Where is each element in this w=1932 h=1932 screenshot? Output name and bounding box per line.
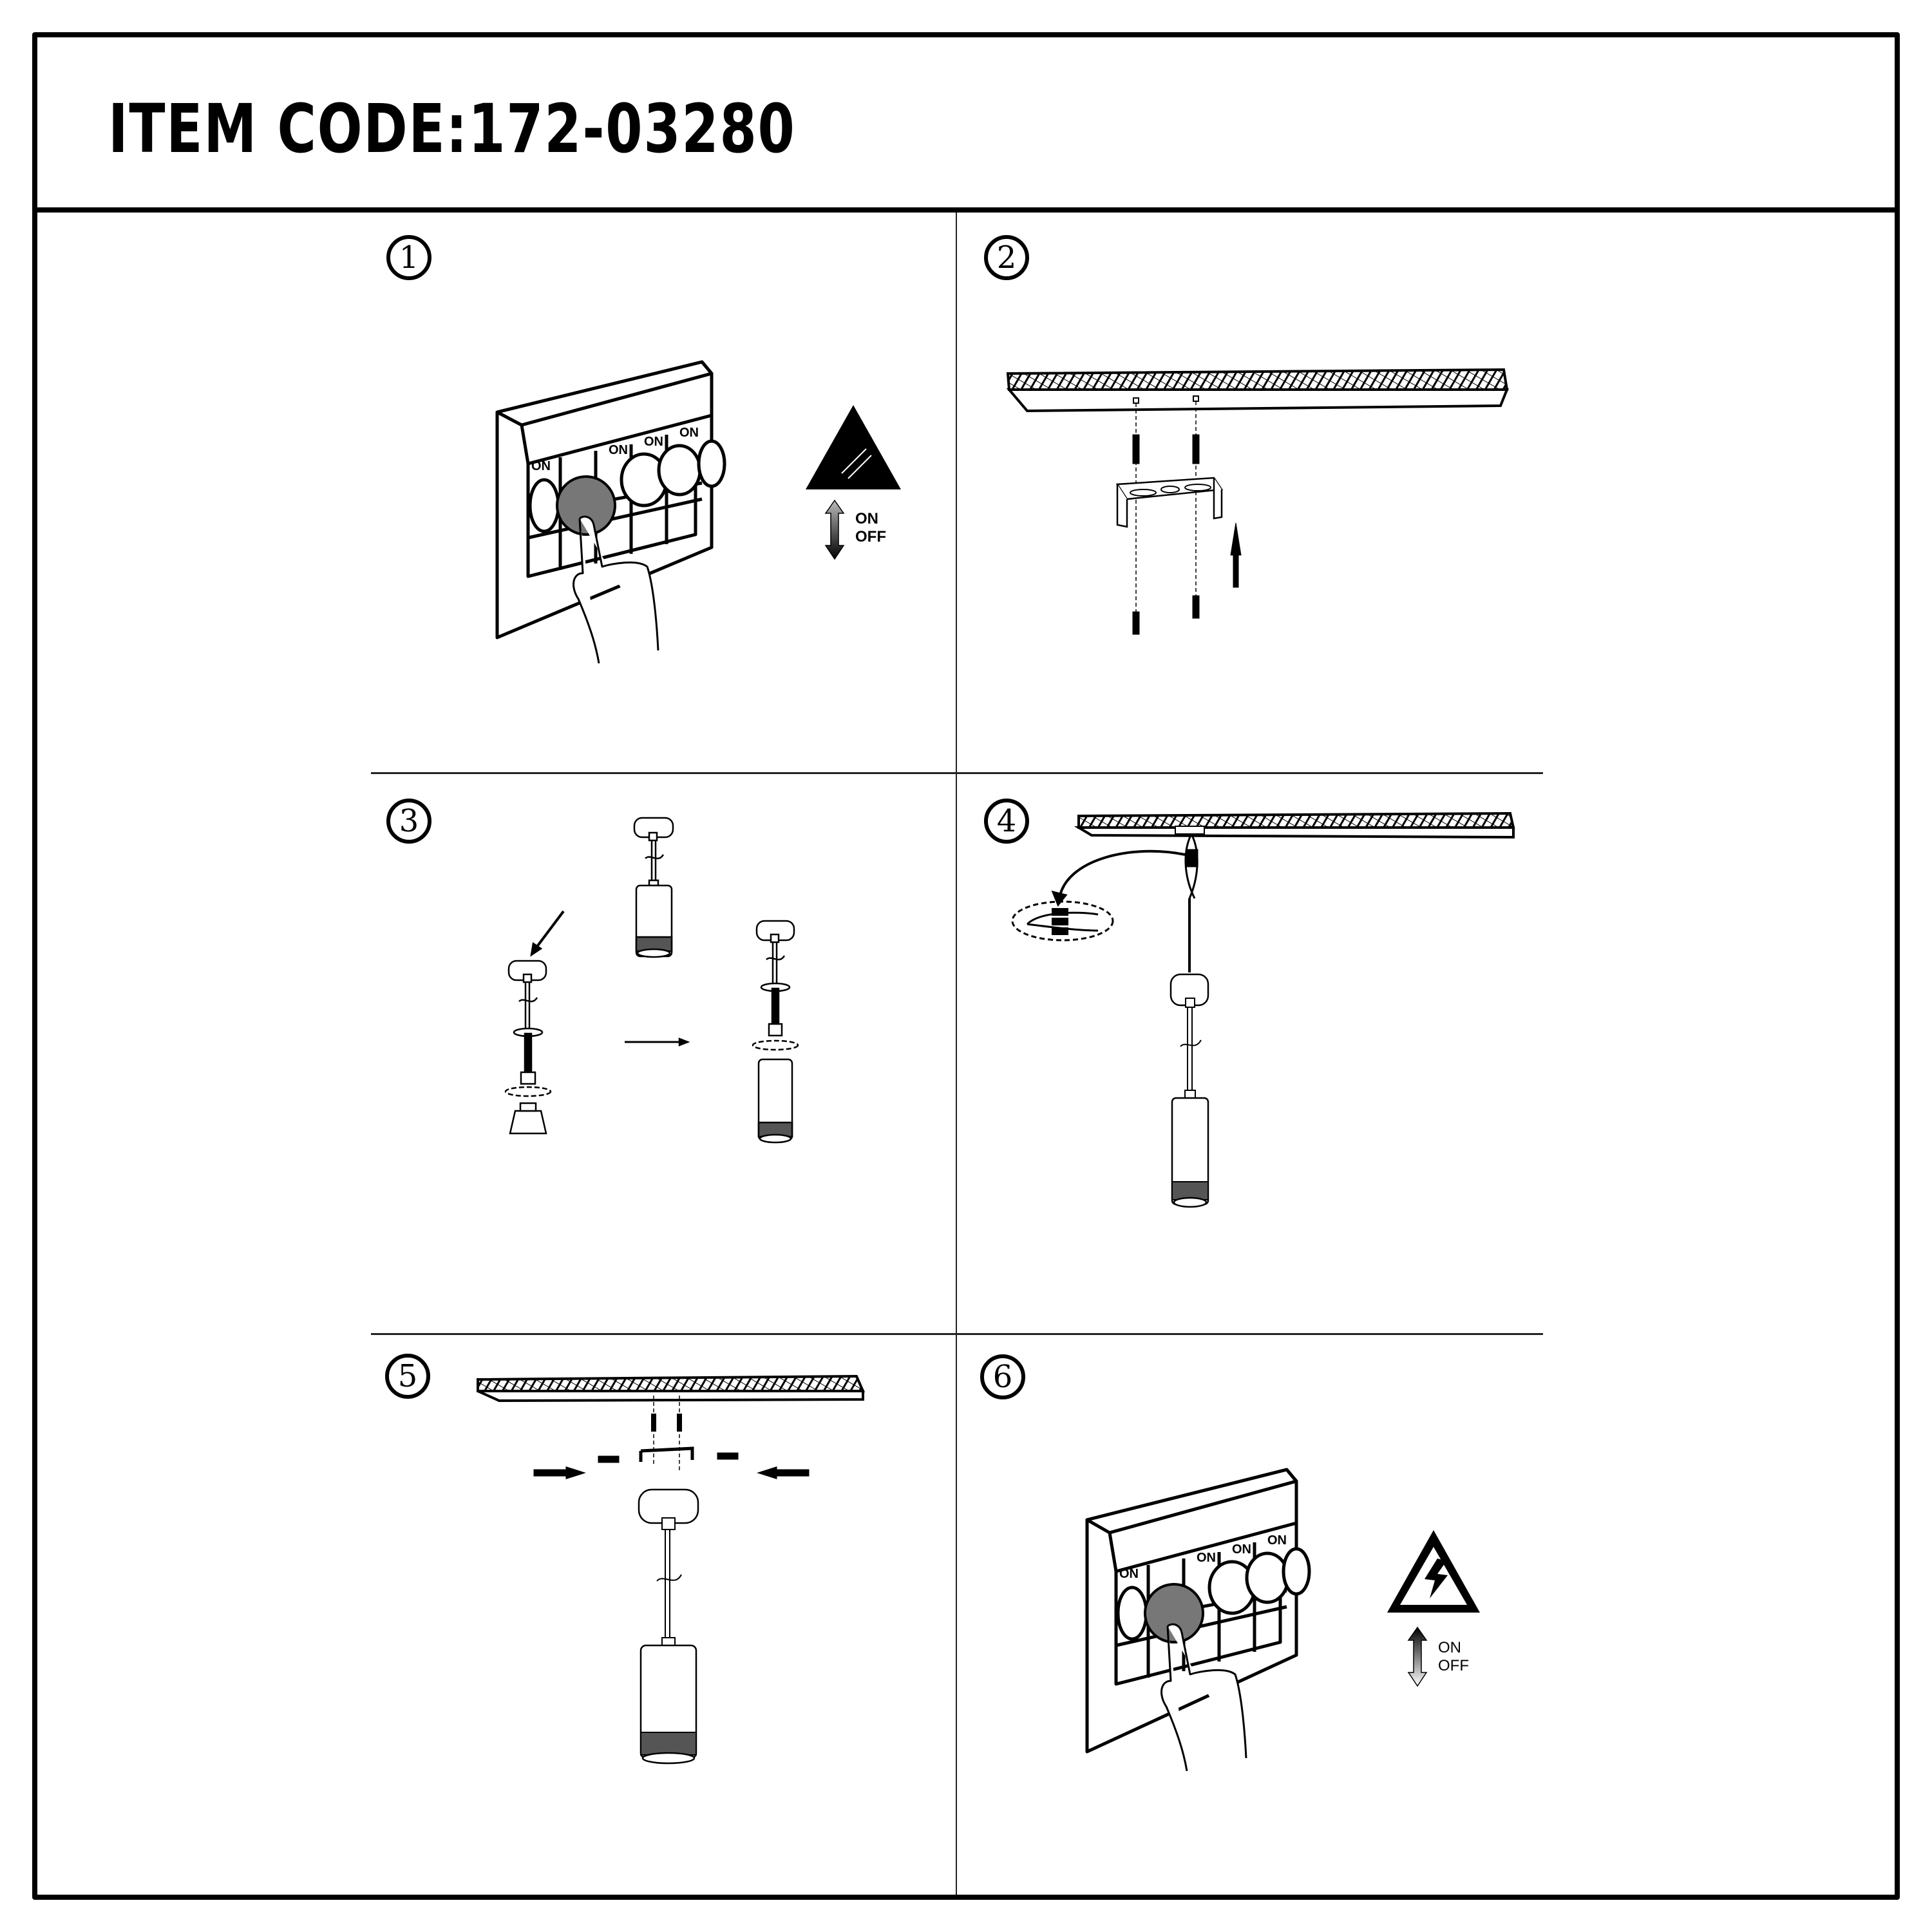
svg-text:ON: ON xyxy=(1197,1551,1216,1565)
svg-text:ON: ON xyxy=(609,443,628,457)
svg-text:ON: ON xyxy=(1119,1567,1139,1581)
step-number-6: 6 xyxy=(980,1354,1025,1399)
bulb-installation-illustration xyxy=(489,808,850,1304)
ceiling-bracket-illustration xyxy=(1001,361,1517,644)
step-number-5: 5 xyxy=(385,1354,430,1399)
wall-switch-illustration-1: ON ON ON ON xyxy=(489,354,728,670)
step-number-1: 1 xyxy=(386,235,431,280)
switch-on-label: ON xyxy=(531,459,551,473)
off-label-6: OFF xyxy=(1438,1657,1469,1674)
item-code-title: ITEM CODE:172-03280 xyxy=(108,90,796,168)
svg-text:ON: ON xyxy=(1232,1542,1251,1557)
canopy-fixing-illustration xyxy=(470,1368,869,1877)
step-number-4: 4 xyxy=(984,799,1029,844)
on-off-arrow-icon xyxy=(823,499,846,560)
step-number-2: 2 xyxy=(984,235,1029,280)
on-off-arrow-icon-6 xyxy=(1406,1626,1429,1687)
step-number-3: 3 xyxy=(386,799,431,844)
vertical-divider xyxy=(956,213,957,1895)
horizontal-divider-1 xyxy=(371,772,1543,774)
wiring-connection-illustration xyxy=(1001,808,1549,1311)
caution-triangle-icon xyxy=(802,402,905,493)
on-label-6: ON xyxy=(1438,1639,1461,1656)
svg-text:ON: ON xyxy=(679,426,699,440)
svg-text:ON: ON xyxy=(1267,1533,1287,1548)
page-border xyxy=(32,32,1900,1900)
svg-text:ON: ON xyxy=(644,435,663,449)
electric-hazard-icon xyxy=(1385,1528,1488,1618)
horizontal-divider-2 xyxy=(371,1333,1543,1335)
off-label: OFF xyxy=(855,528,886,545)
header-divider xyxy=(32,207,1900,213)
on-label: ON xyxy=(855,510,878,527)
wall-switch-illustration-6: ON ON ON ON xyxy=(1081,1462,1319,1777)
